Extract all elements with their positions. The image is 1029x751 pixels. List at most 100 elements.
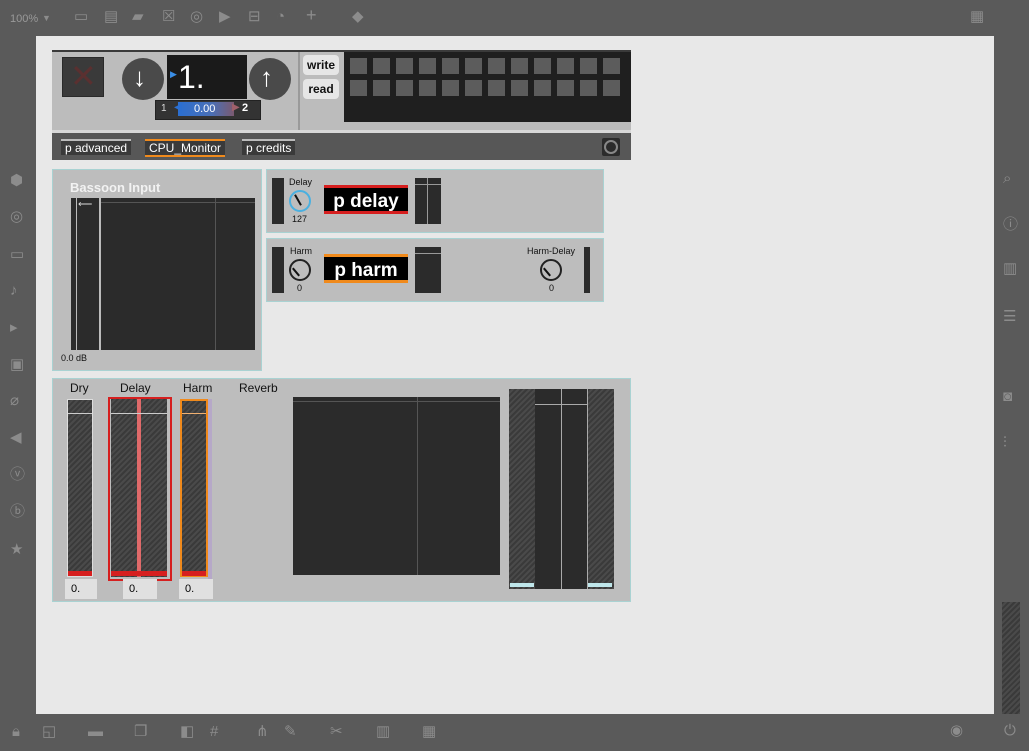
target-icon[interactable]: ◎ [190, 8, 204, 25]
harm-value-box[interactable]: 0. [179, 579, 213, 599]
mute-icon[interactable]: ◧ [180, 723, 195, 740]
cpu-monitor-button[interactable]: CPU_Monitor [145, 139, 226, 157]
input-meter [71, 198, 99, 350]
zoom-dropdown-icon[interactable]: ▼ [42, 13, 51, 23]
preset-slot[interactable] [465, 80, 482, 96]
presentation-icon[interactable]: ▭ [74, 8, 89, 25]
grid-snap-icon[interactable]: # [210, 723, 219, 740]
paint-bucket-icon[interactable]: ◆ [352, 8, 364, 25]
clock-icon[interactable]: ◔ [276, 8, 286, 25]
delay-in-meter[interactable] [272, 178, 284, 224]
harm-fader[interactable] [180, 399, 208, 577]
delay-knob[interactable] [289, 190, 311, 212]
b-circle-icon[interactable]: ⓑ [10, 503, 26, 520]
plug-icon[interactable]: ◀ [10, 429, 22, 446]
preset-number-box[interactable] [167, 55, 247, 99]
harm-label: Harm [183, 381, 213, 395]
next-preset-button[interactable] [249, 58, 291, 100]
star-icon[interactable]: ★ [10, 541, 24, 558]
lock-icon[interactable]: 🔒︎ [12, 723, 20, 740]
power-icon[interactable]: ⏻ [1004, 722, 1016, 739]
harm-in-meter[interactable] [272, 247, 284, 293]
info-icon[interactable]: ⓘ [1003, 216, 1019, 233]
output-gain-left[interactable] [535, 389, 561, 589]
patch-cord-icon[interactable]: ✎ [284, 723, 297, 740]
button-strip: p advanced CPU_Monitor p credits [52, 130, 631, 160]
comment-icon[interactable]: ▰ [132, 8, 144, 25]
preset-grid[interactable] [344, 52, 631, 122]
v-circle-icon[interactable]: ⓥ [10, 466, 26, 483]
preset-slot[interactable] [603, 80, 620, 96]
windows-icon[interactable]: ❐ [134, 723, 148, 740]
preset-slot[interactable] [373, 80, 390, 96]
hierarchy-icon[interactable]: ⋔ [256, 723, 269, 740]
message-icon[interactable]: ▤ [104, 8, 119, 25]
preset-slot[interactable] [580, 58, 597, 74]
preset-slot[interactable] [580, 80, 597, 96]
preset-slot[interactable] [396, 58, 413, 74]
delay-fader-left[interactable] [111, 399, 137, 577]
film-icon[interactable]: ▭ [10, 246, 25, 263]
camera-icon[interactable]: ◙ [1003, 388, 1013, 405]
preset-slot[interactable] [511, 58, 528, 74]
preset-slot[interactable] [465, 58, 482, 74]
play-box-icon[interactable]: ▶ [219, 8, 231, 25]
book-icon[interactable]: ▥ [1003, 260, 1018, 277]
grid-icon[interactable]: ▦ [970, 8, 985, 25]
preset-slot[interactable] [557, 58, 574, 74]
preset-slot[interactable] [419, 80, 436, 96]
search-icon[interactable]: ⌕ [1003, 170, 1012, 187]
harm-delay-knob[interactable] [540, 259, 562, 281]
preset-slot[interactable] [603, 58, 620, 74]
keyboard-icon[interactable]: ▦ [422, 723, 437, 740]
delay-fader-right[interactable] [141, 399, 167, 577]
circle-target-icon[interactable]: ◎ [10, 208, 24, 225]
wrench-icon[interactable]: ✂ [330, 723, 343, 740]
cube-icon[interactable]: ⬢ [10, 172, 24, 189]
interp-right-arrow-icon: ▶ [232, 102, 240, 113]
chat-icon[interactable]: ▬ [88, 723, 103, 740]
read-button[interactable]: read [303, 79, 339, 99]
preset-slot[interactable] [442, 58, 459, 74]
prev-preset-button[interactable] [122, 58, 164, 100]
preset-slot[interactable] [511, 80, 528, 96]
preset-slot[interactable] [419, 58, 436, 74]
minus-box-icon[interactable]: ⊟ [248, 8, 261, 25]
zoom-level[interactable]: 100% [10, 13, 39, 25]
preset-slot[interactable] [534, 58, 551, 74]
piano-icon[interactable]: ▥ [376, 723, 391, 740]
toggle-ring-icon [604, 140, 618, 154]
sliders-icon[interactable]: ⫶ [1003, 434, 1007, 451]
image-icon[interactable]: ▣ [10, 356, 25, 373]
harm-knob[interactable] [289, 259, 311, 281]
preset-slot[interactable] [396, 80, 413, 96]
preset-slot[interactable] [350, 58, 367, 74]
preset-slot[interactable] [488, 58, 505, 74]
preset-slot[interactable] [442, 80, 459, 96]
preset-slot[interactable] [488, 80, 505, 96]
output-gain-right[interactable] [561, 389, 588, 589]
stop-button[interactable] [62, 57, 104, 97]
x-box-icon[interactable]: ☒ [162, 8, 176, 25]
write-button[interactable]: write [303, 55, 339, 75]
music-note-icon[interactable]: ♪ [10, 282, 18, 299]
list-icon[interactable]: ☰ [1003, 308, 1017, 325]
preset-slot[interactable] [534, 80, 551, 96]
dry-fader[interactable] [67, 399, 93, 577]
delay-value-box[interactable]: 0. [123, 579, 157, 599]
p-advanced-button[interactable]: p advanced [61, 139, 132, 155]
p-harm-patch[interactable]: p harm [324, 254, 408, 283]
p-delay-patch[interactable]: p delay [324, 185, 408, 214]
play-list-icon[interactable]: ▸ [10, 319, 18, 336]
paperclip-icon[interactable]: ⌀ [10, 392, 20, 409]
input-meter-line [76, 198, 77, 350]
p-credits-button[interactable]: p credits [242, 139, 296, 155]
dry-value-box[interactable]: 0. [65, 579, 97, 599]
plus-icon[interactable]: + [306, 5, 317, 25]
preset-slot[interactable] [350, 80, 367, 96]
transport-icon[interactable]: ◉ [950, 722, 964, 739]
presentation-mode-icon[interactable]: ◱ [42, 723, 57, 740]
preset-slot[interactable] [557, 80, 574, 96]
interp-left-arrow-icon: ◀ [174, 102, 182, 113]
preset-slot[interactable] [373, 58, 390, 74]
